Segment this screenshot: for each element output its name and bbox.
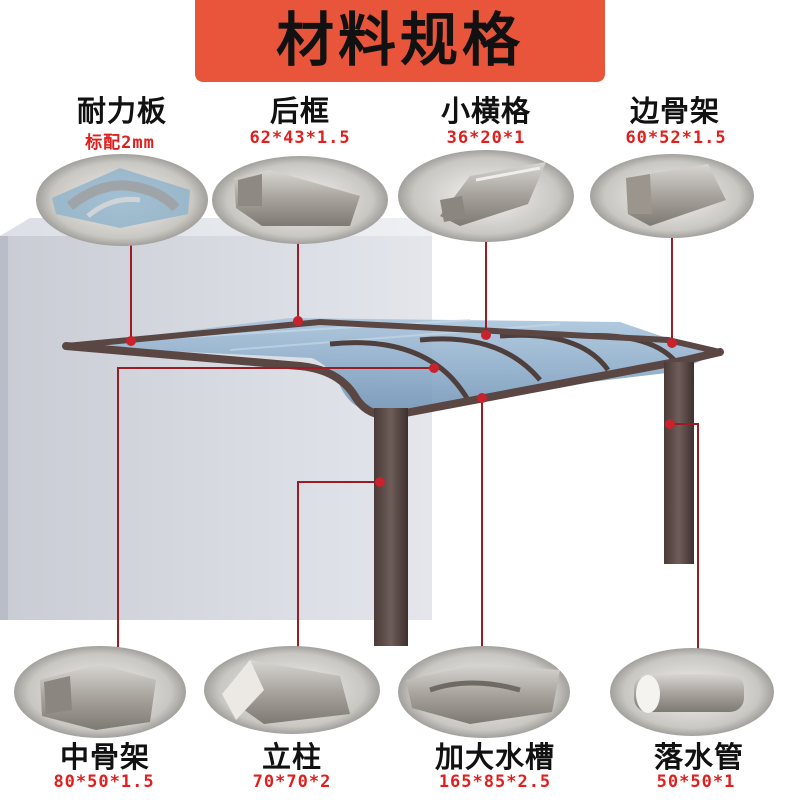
side-frame-profile-photo [590,154,754,238]
rear-frame-profile-photo [212,156,388,244]
leader-lines [117,236,699,656]
page-title: 材料规格 [275,6,524,74]
material-name-column: 立柱 [261,740,322,774]
material-name-polycarbonate-sheet: 耐力板 [76,94,167,128]
middle-frame-profile-photo [14,646,186,738]
material-name-side-frame: 边骨架 [629,94,720,128]
material-name-gutter: 加大水槽 [434,740,555,774]
material-name-middle-frame: 中骨架 [59,740,150,774]
material-name-rear-frame: 后框 [269,94,330,128]
material-spec-column: 70*70*2 [252,772,332,792]
gutter-profile-photo [398,646,570,738]
title-banner: 材料规格 [195,0,605,82]
leader-dots [126,316,677,487]
material-spec-gutter: 165*85*2.5 [438,772,552,792]
material-spec-rear-frame: 62*43*1.5 [249,128,351,148]
polycarbonate-sheet-photo [36,154,208,246]
material-spec-small-crossbar: 36*20*1 [446,128,526,148]
material-spec-middle-frame: 80*50*1.5 [53,772,155,792]
columns [374,362,694,646]
downpipe-profile-photo [610,648,774,736]
small-crossbar-profile-photo [398,150,574,242]
material-name-downpipe: 落水管 [653,740,744,774]
material-spec-downpipe: 50*50*1 [656,772,736,792]
material-spec-polycarbonate-sheet: 标配2mm [85,133,155,153]
wall [0,218,432,620]
column-profile-photo [204,646,380,734]
material-name-small-crossbar: 小横格 [440,94,531,128]
material-spec-side-frame: 60*52*1.5 [625,128,727,148]
